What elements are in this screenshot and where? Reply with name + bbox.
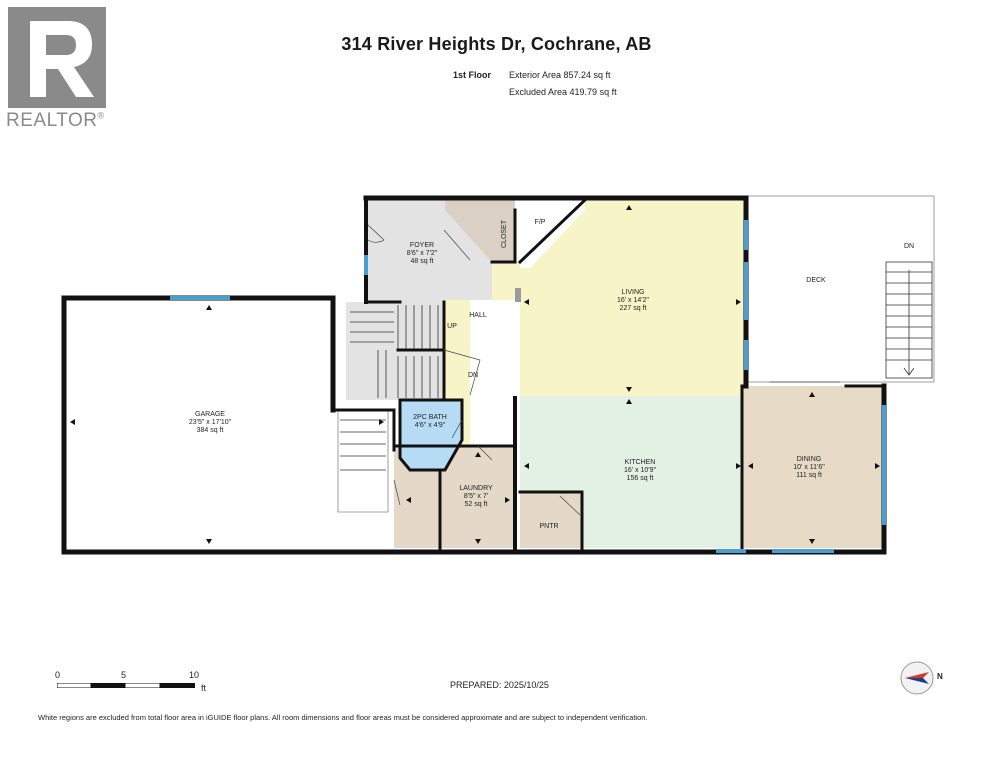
room-closet: CLOSET xyxy=(501,219,508,249)
door-swings xyxy=(367,224,840,516)
scale-bar xyxy=(57,683,195,688)
scale-unit: ft xyxy=(201,683,207,693)
garage-fill xyxy=(64,298,390,548)
room-pantry: PNTR xyxy=(539,523,559,530)
fireplace-mark xyxy=(515,288,521,302)
compass-north-label: N xyxy=(937,672,943,681)
pantry-fill xyxy=(520,492,582,548)
room-kitchen: KITCHEN 16' x 10'9" 156 sq ft xyxy=(623,459,657,482)
living-fill xyxy=(444,200,745,446)
scale-label-ten: 10 xyxy=(189,670,200,680)
deck-stairs xyxy=(885,261,933,379)
realtor-logo-mark xyxy=(8,7,106,108)
disclaimer-text: White regions are excluded from total fl… xyxy=(38,713,648,722)
foyer-fill xyxy=(368,200,492,330)
realtor-logo-text: REALTOR® xyxy=(6,110,105,131)
compass-icon xyxy=(900,661,934,695)
room-garage: GARAGE 23'5" x 17'10" 384 sq ft xyxy=(188,411,232,434)
scale-label-zero: 0 xyxy=(55,670,61,680)
exterior-area: Exterior Area 857.24 sq ft xyxy=(509,70,611,80)
bath-fill xyxy=(400,400,462,470)
room-dining: DINING 10' x 11'6" 111 sq ft xyxy=(793,456,825,479)
stairs-dn: DN xyxy=(467,372,479,379)
room-hall: HALL xyxy=(469,312,487,319)
floor-label: 1st Floor xyxy=(453,70,492,80)
room-laundry: LAUNDRY 8'5" x 7' 52 sq ft xyxy=(459,485,493,508)
realtor-r-icon xyxy=(30,21,94,97)
room-living: LIVING 16' x 14'2" 227 sq ft xyxy=(616,289,650,312)
excluded-area: Excluded Area 419.79 sq ft xyxy=(509,87,617,97)
page-title: 314 River Heights Dr, Cochrane, AB xyxy=(341,34,652,54)
room-bath: 2PC BATH 4'6" x 4'9" xyxy=(413,414,447,429)
room-foyer: FOYER 8'6" x 7'2" 48 sq ft xyxy=(406,242,438,265)
deck-stairs-dn: DN xyxy=(903,243,915,250)
room-fireplace: F/P xyxy=(534,219,546,226)
stairs-up: UP xyxy=(447,323,457,330)
closet-fill xyxy=(445,200,515,262)
prepared-date: PREPARED: 2025/10/25 xyxy=(450,680,549,690)
room-deck: DECK xyxy=(806,277,826,284)
windows xyxy=(170,220,886,553)
scale-label-five: 5 xyxy=(121,670,127,680)
dining-fill xyxy=(742,386,884,548)
dimension-arrows xyxy=(70,205,880,544)
deck-fill xyxy=(747,195,935,383)
